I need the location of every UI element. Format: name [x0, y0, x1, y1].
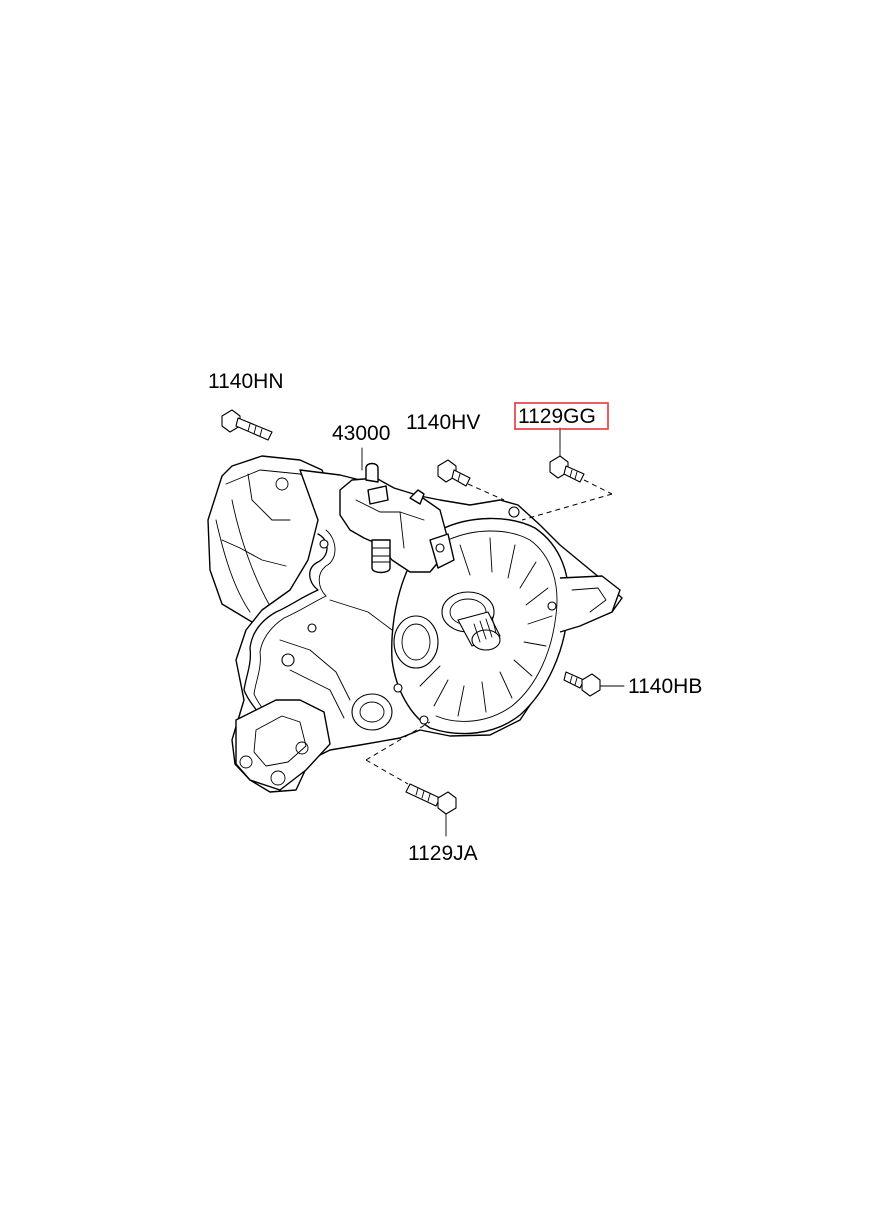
callout-1140hb[interactable]: 1140HB [628, 675, 702, 698]
callout-1140hn[interactable]: 1140HN [208, 370, 284, 393]
callout-label: 1140HB [628, 675, 702, 698]
callout-1129ja[interactable]: 1129JA [408, 842, 478, 865]
bolt-1129gg[interactable] [549, 455, 585, 483]
bolt-1140hv[interactable] [437, 459, 471, 487]
callout-label: 1129GG [518, 405, 596, 428]
bolt-1140hn[interactable] [221, 409, 273, 441]
callout-1140hv[interactable]: 1140HV [406, 411, 480, 434]
transaxle-assembly[interactable] [207, 455, 623, 793]
bolt-1129ja[interactable] [405, 783, 457, 815]
callout-label: 43000 [332, 422, 390, 445]
bolt-1140hb[interactable] [563, 671, 601, 697]
highlight-box [514, 402, 609, 430]
callout-label: 1140HN [208, 370, 284, 393]
callout-label: 1129JA [408, 842, 478, 865]
callout-1129gg[interactable]: 1129GG [514, 402, 609, 430]
callout-label: 1140HV [406, 411, 480, 434]
callout-43000[interactable]: 43000 [332, 422, 390, 445]
